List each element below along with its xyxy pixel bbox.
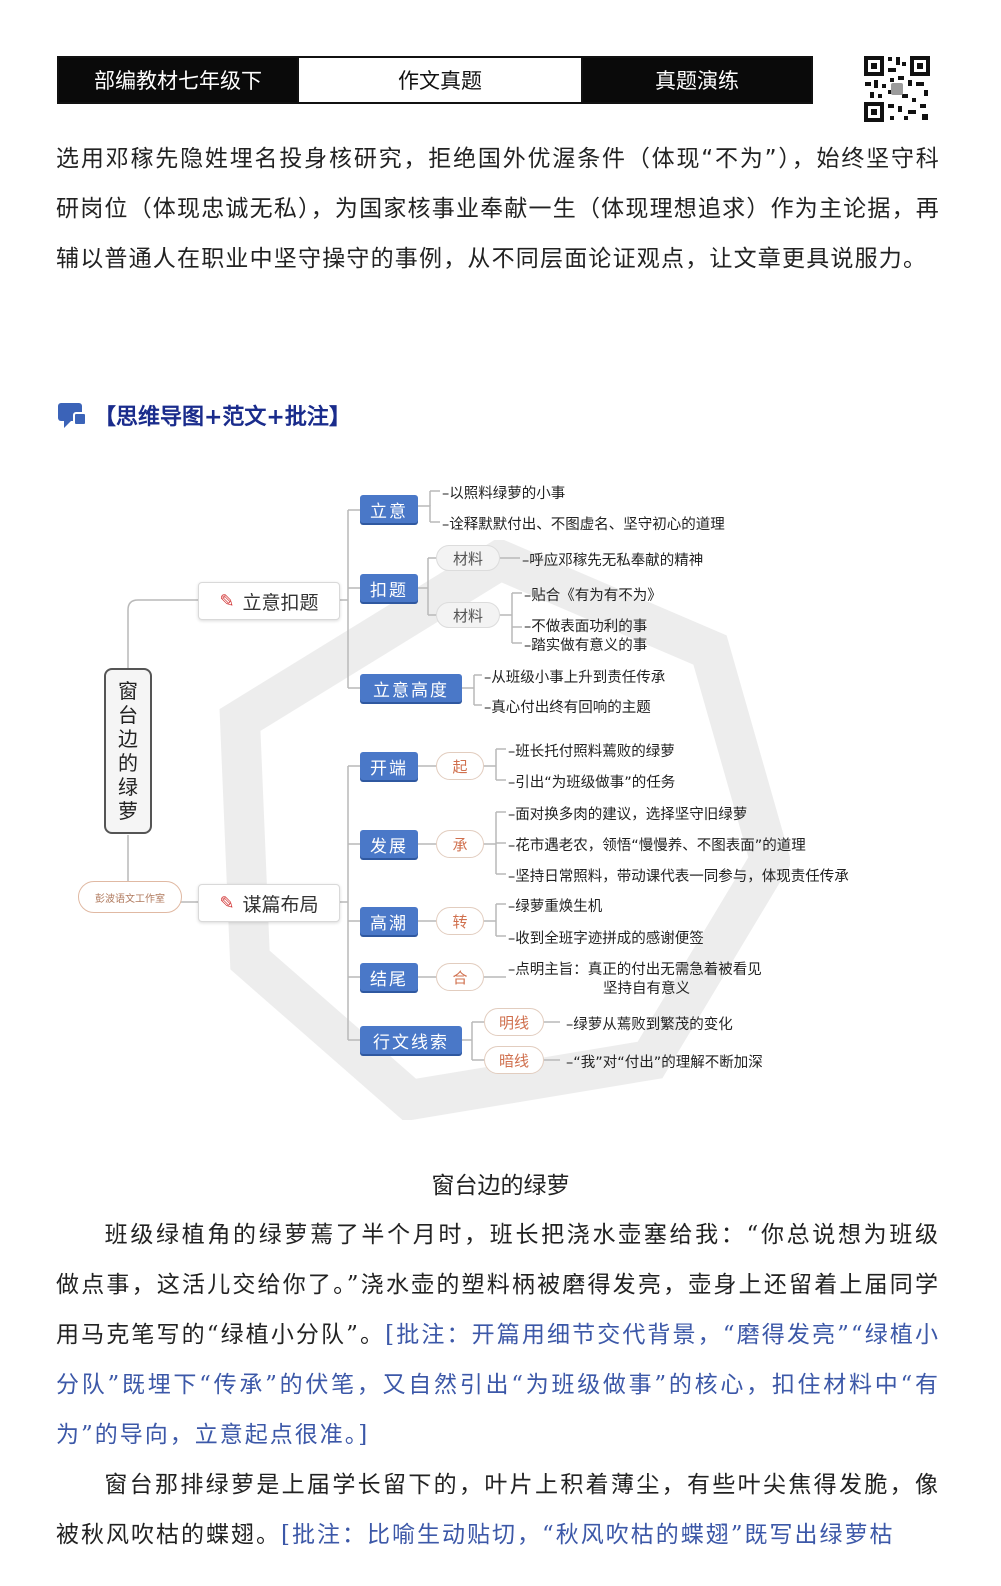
node-cheng: 承 xyxy=(436,830,484,858)
leaf-text: –不做表面功利的事 xyxy=(524,619,648,635)
section-title: 【思维导图+范文+批注】 xyxy=(94,405,351,430)
annotation-note: [批注：比喻生动贴切，“秋风吹枯的蝶翅”既写出绿萝枯 xyxy=(281,1522,895,1548)
leaf-text: –花市遇老农，领悟“慢慢养、不图表面”的道理 xyxy=(508,838,806,854)
leaf-text: –引出“为班级做事”的任务 xyxy=(508,775,676,791)
header-category: 作文真题 xyxy=(297,58,583,102)
leaf-text: –踏实做有意义的事 xyxy=(524,638,648,654)
leaf-text: –以照料绿萝的小事 xyxy=(442,486,566,502)
node-kouti: 扣题 xyxy=(360,574,418,602)
leaf-text: –收到全班字迹拼成的感谢便签 xyxy=(508,931,704,947)
category-label: 谋篇布局 xyxy=(242,893,319,916)
intro-paragraph: 选用邓稼先隐姓埋名投身核研究，拒绝国外优渥条件（体现“不为”），始终坚守科研岗位… xyxy=(56,146,940,272)
leaf-text: –面对换多肉的建议，选择坚守旧绿萝 xyxy=(508,807,748,823)
header-bar: 部编教材七年级下 作文真题 真题演练 xyxy=(57,56,813,104)
leaf-text: –绿萝从蔫败到繁茂的变化 xyxy=(566,1017,733,1033)
node-fazhan: 发展 xyxy=(360,830,418,858)
root-char: 台 xyxy=(118,703,138,727)
mind-map: 窗 台 边 的 绿 萝 彭波语文工作室 ✎ 立意扣题 ✎ 谋篇布局 立意 扣题 … xyxy=(0,470,1001,1110)
node-he: 合 xyxy=(436,963,484,991)
node-qi: 起 xyxy=(436,752,484,780)
leaf-text: –诠释默默付出、不图虚名、坚守初心的道理 xyxy=(442,517,725,533)
category-liyi-kouti: ✎ 立意扣题 xyxy=(198,582,340,620)
annotation-note: [批注：开篇用细节交代背景，“磨得发亮”“绿植小分队”既埋下“传承”的伏笔，又自… xyxy=(56,1322,940,1448)
mind-map-root: 窗 台 边 的 绿 萝 xyxy=(104,668,152,834)
leaf-text: –“我”对“付出”的理解不断加深 xyxy=(566,1055,763,1071)
node-cailiao-1: 材料 xyxy=(436,545,500,571)
category-label: 立意扣题 xyxy=(242,591,319,614)
essay-paragraph-1: 班级绿植角的绿萝蔫了半个月时，班长把浇水壶塞给我：“你总说想为班级做点事，这活儿… xyxy=(56,1210,940,1460)
node-liyi-gaodu: 立意高度 xyxy=(360,674,462,702)
leaf-text: –坚持日常照料，带动课代表一同参与，体现责任传承 xyxy=(508,869,849,885)
root-char: 边 xyxy=(118,727,138,751)
leaf-text: 坚持自有意义 xyxy=(603,981,690,997)
node-zhuan: 转 xyxy=(436,907,484,935)
leaf-text: –班长托付照料蔫败的绿萝 xyxy=(508,744,675,760)
header-practice: 真题演练 xyxy=(583,58,811,102)
node-kaiduan: 开端 xyxy=(360,752,418,780)
root-char: 绿 xyxy=(118,775,138,799)
leaf-text: –真心付出终有回响的主题 xyxy=(484,700,651,716)
header-grade: 部编教材七年级下 xyxy=(59,58,297,102)
essay-paragraph-2: 窗台那排绿萝是上届学长留下的，叶片上积着薄尘，有些叶尖焦得发脆，像被秋风吹枯的蝶… xyxy=(56,1460,940,1560)
section-heading: 【思维导图+范文+批注】 xyxy=(56,395,351,435)
leaf-text: –贴合《有为有不为》 xyxy=(524,588,662,604)
essay-title: 窗台边的绿萝 xyxy=(431,1173,570,1199)
pencil-icon: ✎ xyxy=(219,590,235,612)
studio-badge: 彭波语文工作室 xyxy=(78,881,182,913)
watermark-seal-icon xyxy=(219,540,790,1120)
root-char: 的 xyxy=(118,751,138,775)
paragraph-text: 班级绿植角的绿萝蔫了半个月时，班长把浇水壶塞给我：“你总说想为班级做点事，这活儿… xyxy=(56,1222,940,1348)
node-jiewei: 结尾 xyxy=(360,963,418,991)
paragraph-text: 窗台那排绿萝是上届学长留下的，叶片上积着薄尘，有些叶尖焦得发脆，像被秋风吹枯的蝶… xyxy=(56,1472,940,1548)
node-mingxian: 明线 xyxy=(484,1008,544,1036)
leaf-text: –绿萝重焕生机 xyxy=(508,899,603,915)
qr-code-icon xyxy=(862,54,932,124)
node-gaochao: 高潮 xyxy=(360,907,418,935)
leaf-text: –点明主旨：真正的付出无需急着被看见 xyxy=(508,962,762,978)
node-anxian: 暗线 xyxy=(484,1046,544,1074)
root-char: 窗 xyxy=(118,679,138,703)
leaf-text: –呼应邓稼先无私奉献的精神 xyxy=(522,553,704,569)
node-liyi: 立意 xyxy=(360,495,418,523)
root-char: 萝 xyxy=(118,799,138,823)
node-cailiao-2: 材料 xyxy=(436,602,500,628)
category-moupian-buju: ✎ 谋篇布局 xyxy=(198,884,340,922)
node-xingwen-xiansuo: 行文线索 xyxy=(360,1026,462,1054)
speech-bubble-icon xyxy=(58,403,87,428)
pencil-icon: ✎ xyxy=(219,892,235,914)
leaf-text: –从班级小事上升到责任传承 xyxy=(484,670,666,686)
